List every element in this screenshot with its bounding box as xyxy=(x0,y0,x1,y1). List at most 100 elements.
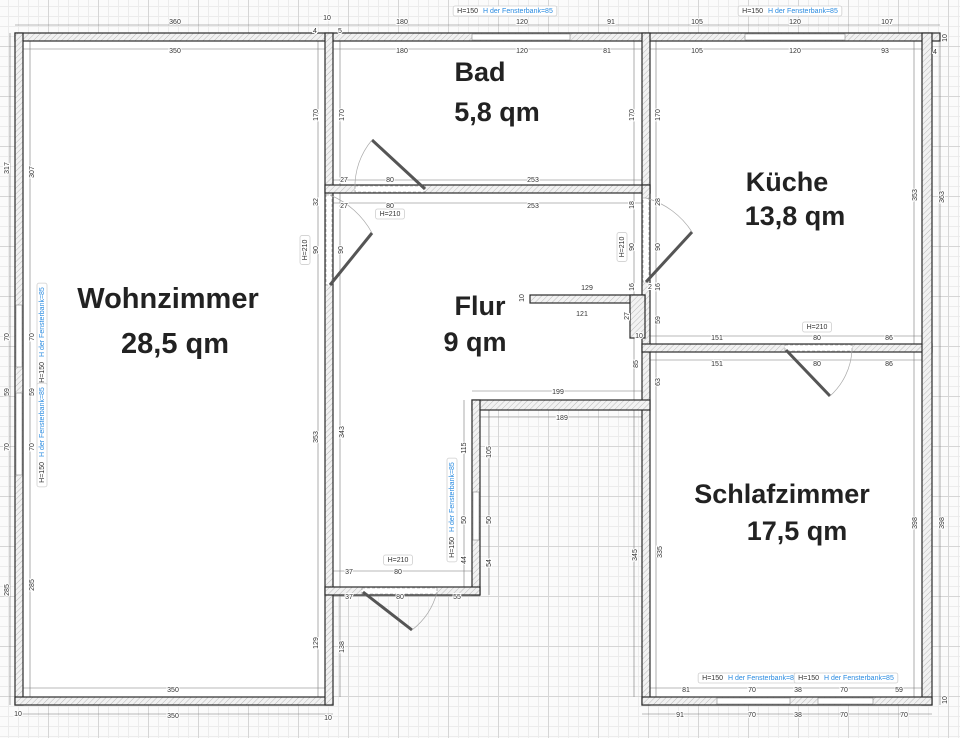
dimension-label: 345 xyxy=(632,549,639,561)
dimension-label: 307 xyxy=(29,166,36,178)
dimension-label: 10 xyxy=(323,15,331,22)
dimension-label: 170 xyxy=(629,109,636,121)
dimension-label: 80 xyxy=(386,203,394,210)
dimension-label: 353 xyxy=(912,189,919,201)
floor-kueche[interactable] xyxy=(650,41,922,344)
dimension-label: 398 xyxy=(912,517,919,529)
dimension-label: 121 xyxy=(576,311,588,318)
dimension-label: 38 xyxy=(794,687,802,694)
tag-height-text: H=210 xyxy=(807,324,828,331)
dimension-label: 350 xyxy=(169,48,181,55)
dimension-label: 151 xyxy=(711,361,723,368)
wall-stub-thick xyxy=(629,294,646,339)
dimension-label: 80 xyxy=(813,361,821,368)
dimension-label: 18 xyxy=(629,201,636,209)
door-height-tag: H=210 xyxy=(299,235,311,265)
door-height-tag: H=210 xyxy=(383,554,413,566)
dimension-label: 70 xyxy=(900,712,908,719)
dimension-label: 353 xyxy=(313,431,320,443)
dimension-label: 59 xyxy=(895,687,903,694)
room-floors xyxy=(23,41,922,697)
dimension-label: 360 xyxy=(169,19,181,26)
room-name-flur: Flur xyxy=(455,291,506,321)
dimension-label: 253 xyxy=(527,203,539,210)
dimension-label: 59 xyxy=(29,388,36,396)
floor-bad[interactable] xyxy=(333,41,642,185)
dimension-label: 38 xyxy=(794,712,802,719)
dimension-label: 90 xyxy=(655,243,662,251)
tag-height-text: H=150 xyxy=(742,8,763,15)
dimension-label: 90 xyxy=(338,246,345,254)
dimension-label: 80 xyxy=(394,569,402,576)
dimension-label: 105 xyxy=(691,19,703,26)
tag-sill-text: H der Fensterbank=85 xyxy=(728,675,798,682)
dimension-label: 138 xyxy=(339,641,346,653)
room-name-wohnzimmer: Wohnzimmer xyxy=(77,283,259,315)
openings xyxy=(15,33,874,705)
dimension-label: 70 xyxy=(748,712,756,719)
wall-flur-south xyxy=(471,399,651,411)
dimension-label: 4 xyxy=(313,28,317,35)
dimension-label: 70 xyxy=(29,333,36,341)
window-kueche[interactable] xyxy=(744,33,846,41)
wall-stub xyxy=(529,294,646,304)
dimension-label: 10 xyxy=(635,333,643,340)
window-schlafzimmer-2[interactable] xyxy=(817,697,874,705)
dimension-label: 91 xyxy=(607,19,615,26)
dimension-label: 70 xyxy=(748,687,756,694)
tag-sill-text: H der Fensterbank=85 xyxy=(39,287,46,357)
tag-sill-text: H der Fensterbank=85 xyxy=(768,8,838,15)
window-wohnzimmer-2[interactable] xyxy=(15,392,23,476)
door-wohnzimmer[interactable] xyxy=(325,194,333,286)
dimension-label: 90 xyxy=(313,246,320,254)
door-bad[interactable] xyxy=(354,185,426,193)
door-kueche[interactable] xyxy=(642,197,650,283)
dimension-label: 63 xyxy=(655,378,662,386)
dimension-label: 27 xyxy=(340,177,348,184)
window-bad[interactable] xyxy=(471,33,571,41)
dimension-label: 50 xyxy=(486,516,493,524)
dimension-label: 120 xyxy=(789,19,801,26)
dimension-label: 70 xyxy=(840,687,848,694)
dimension-label: 80 xyxy=(386,177,394,184)
window-wohnzimmer-1[interactable] xyxy=(15,304,23,368)
dimension-label: 16 xyxy=(655,283,662,291)
dimension-label: 343 xyxy=(339,426,346,438)
window-flur[interactable] xyxy=(472,491,480,541)
wall-wohnzimmer-flur xyxy=(324,32,334,706)
dimension-label: 170 xyxy=(339,109,346,121)
window-height-tag: H=150 H der Fensterbank=85 xyxy=(737,5,843,17)
dimension-label: 180 xyxy=(396,19,408,26)
dimension-label: 107 xyxy=(881,19,893,26)
dimension-label: 86 xyxy=(885,361,893,368)
dimension-label: 5 xyxy=(338,28,342,35)
dimension-label: 10 xyxy=(942,696,949,704)
dimension-label: 4 xyxy=(933,49,937,56)
dimension-label: 50 xyxy=(461,516,468,524)
dimension-label: 70 xyxy=(29,443,36,451)
dimension-label: 120 xyxy=(516,19,528,26)
floor-flur[interactable] xyxy=(333,193,642,587)
dimension-label: 37 xyxy=(345,569,353,576)
room-area-schlafzimmer: 17,5 qm xyxy=(747,516,848,546)
door-height-tag: H=210 xyxy=(802,321,832,333)
door-schlafzimmer[interactable] xyxy=(784,344,853,352)
floor-wohnzimmer[interactable] xyxy=(23,41,325,697)
tag-height-text: H=150 xyxy=(449,537,456,558)
dimension-label: 32 xyxy=(313,198,320,206)
window-schlafzimmer-1[interactable] xyxy=(716,697,791,705)
door-entrance[interactable] xyxy=(361,587,438,595)
room-name-kueche: Küche xyxy=(746,167,829,197)
floor-schlafzimmer[interactable] xyxy=(650,352,922,697)
dimension-label: 27 xyxy=(340,203,348,210)
dimension-label: 10 xyxy=(942,34,949,42)
tag-height-text: H=150 xyxy=(798,675,819,682)
dimension-label: 120 xyxy=(789,48,801,55)
dimension-label: 180 xyxy=(396,48,408,55)
door-swings xyxy=(328,138,853,632)
dimension-label: 350 xyxy=(167,687,179,694)
